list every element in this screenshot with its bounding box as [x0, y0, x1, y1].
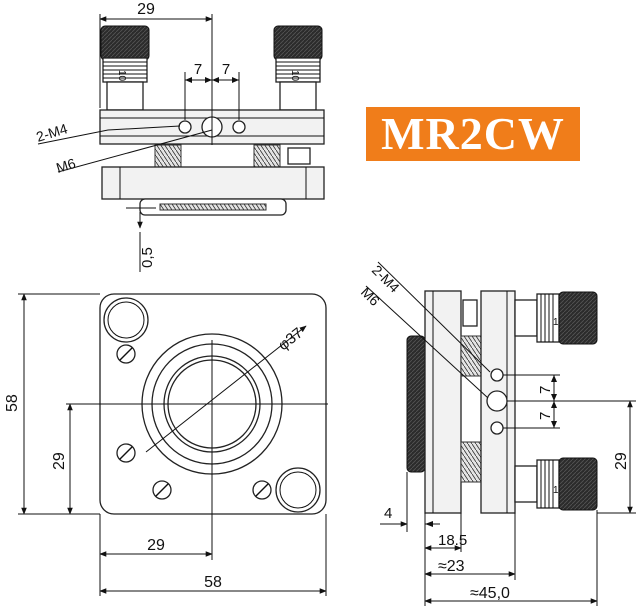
side-dim-lower-offset: 7 [537, 412, 554, 420]
side-m6-hole [486, 390, 508, 412]
side-micrometer-bottom: 15 [514, 457, 598, 511]
side-dim-depth-a: 18.5 [438, 532, 467, 549]
micrometer-right: 10 [273, 25, 323, 111]
adjuster-knob-bottom-right [275, 467, 321, 513]
adjuster-knob-top-left [103, 297, 149, 343]
side-dim-axis: 29 [613, 452, 630, 470]
side-label-m6: M6 [358, 284, 383, 309]
side-m4-hole-top [490, 368, 504, 382]
front-dim-half-width: 29 [147, 537, 165, 554]
product-code-badge: MR2CW [366, 107, 580, 161]
top-dim-left-offset: 7 [194, 61, 202, 78]
front-dim-height: 58 [4, 394, 21, 412]
front-dim-width: 58 [204, 574, 222, 591]
micrometer-scale-right: 10 [289, 70, 300, 82]
front-dim-half-height: 29 [51, 452, 68, 470]
product-code: MR2CW [381, 108, 565, 159]
side-micrometer-top: 15 [514, 291, 598, 345]
top-label-m6: M6 [54, 155, 77, 176]
side-dim-depth-b: ≈23 [438, 558, 465, 575]
m4-hole-left [178, 120, 192, 134]
side-m4-hole-bottom [490, 421, 504, 435]
side-view: 15 15 2-M4 M6 7 7 29 [358, 261, 636, 606]
side-dim-upper-offset: 7 [537, 386, 554, 394]
lock-ring [406, 335, 426, 473]
top-view: 10 10 29 [34, 1, 325, 272]
micrometer-left: 10 [100, 25, 150, 111]
top-dim-width: 29 [137, 1, 155, 18]
front-view: φ37 58 29 29 58 [4, 293, 328, 596]
screw-heads [116, 344, 272, 500]
side-dim-plate: 4 [384, 505, 392, 522]
top-dim-gap: 0,5 [139, 247, 156, 268]
side-dim-depth-c: ≈45,0 [470, 585, 510, 602]
top-plate-rear [101, 166, 325, 200]
top-dim-right-offset: 7 [222, 61, 230, 78]
side-front-plate [424, 290, 462, 514]
micrometer-scale-left: 10 [116, 70, 127, 82]
m4-hole-right [232, 120, 246, 134]
